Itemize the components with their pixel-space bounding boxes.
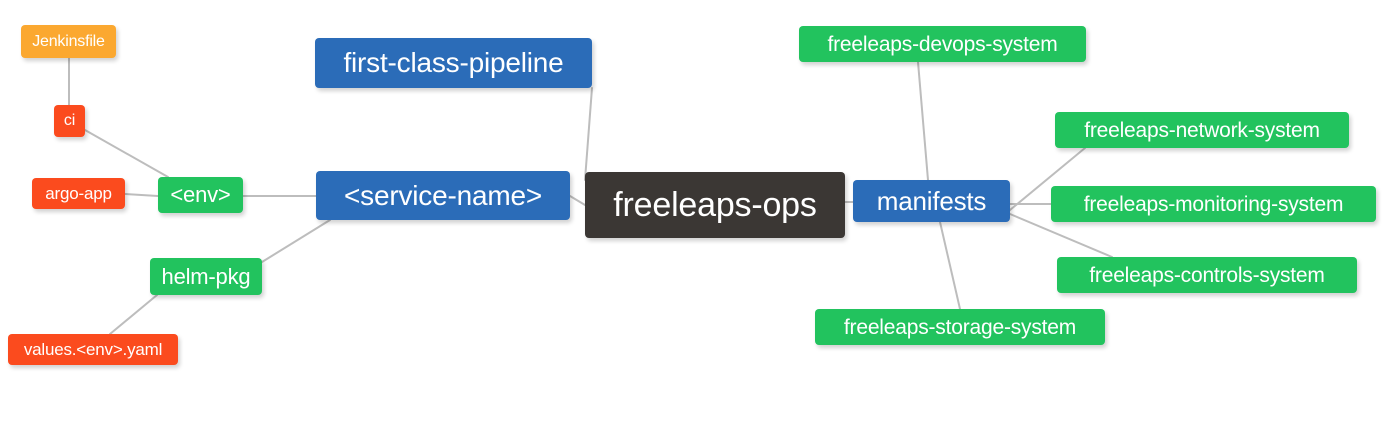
edge-manifests-to-freeleaps-network-system bbox=[1009, 147, 1086, 211]
node-freeleaps-ops[interactable]: freeleaps-ops bbox=[585, 172, 845, 238]
node-first-class-pipeline[interactable]: first-class-pipeline bbox=[315, 38, 592, 88]
node-freeleaps-devops-system[interactable]: freeleaps-devops-system bbox=[799, 26, 1086, 62]
edge-service-name-to-helm-pkg bbox=[261, 219, 331, 263]
edge-manifests-to-freeleaps-controls-system bbox=[1009, 213, 1113, 258]
node-argo-app[interactable]: argo-app bbox=[32, 178, 125, 209]
node-env[interactable]: <env> bbox=[158, 177, 243, 213]
node-jenkinsfile[interactable]: Jenkinsfile bbox=[21, 25, 116, 58]
node-manifests[interactable]: manifests bbox=[853, 180, 1010, 222]
edge-freeleaps-ops-to-first-class-pipeline bbox=[584, 87, 593, 181]
node-freeleaps-controls-system[interactable]: freeleaps-controls-system bbox=[1057, 257, 1357, 293]
node-freeleaps-monitoring-system[interactable]: freeleaps-monitoring-system bbox=[1051, 186, 1376, 222]
edge-env-to-argo-app bbox=[124, 193, 159, 197]
edge-manifests-to-freeleaps-devops-system bbox=[917, 61, 929, 181]
node-ci[interactable]: ci bbox=[54, 105, 85, 137]
node-service-name[interactable]: <service-name> bbox=[316, 171, 570, 220]
edge-helm-pkg-to-values-env-yaml bbox=[109, 294, 158, 335]
node-freeleaps-network-system[interactable]: freeleaps-network-system bbox=[1055, 112, 1349, 148]
edge-freeleaps-ops-to-service-name bbox=[569, 195, 586, 206]
edge-env-to-ci bbox=[84, 129, 169, 178]
node-helm-pkg[interactable]: helm-pkg bbox=[150, 258, 262, 295]
edge-manifests-to-freeleaps-storage-system bbox=[939, 221, 961, 310]
node-freeleaps-storage-system[interactable]: freeleaps-storage-system bbox=[815, 309, 1105, 345]
node-values-env-yaml[interactable]: values.<env>.yaml bbox=[8, 334, 178, 365]
